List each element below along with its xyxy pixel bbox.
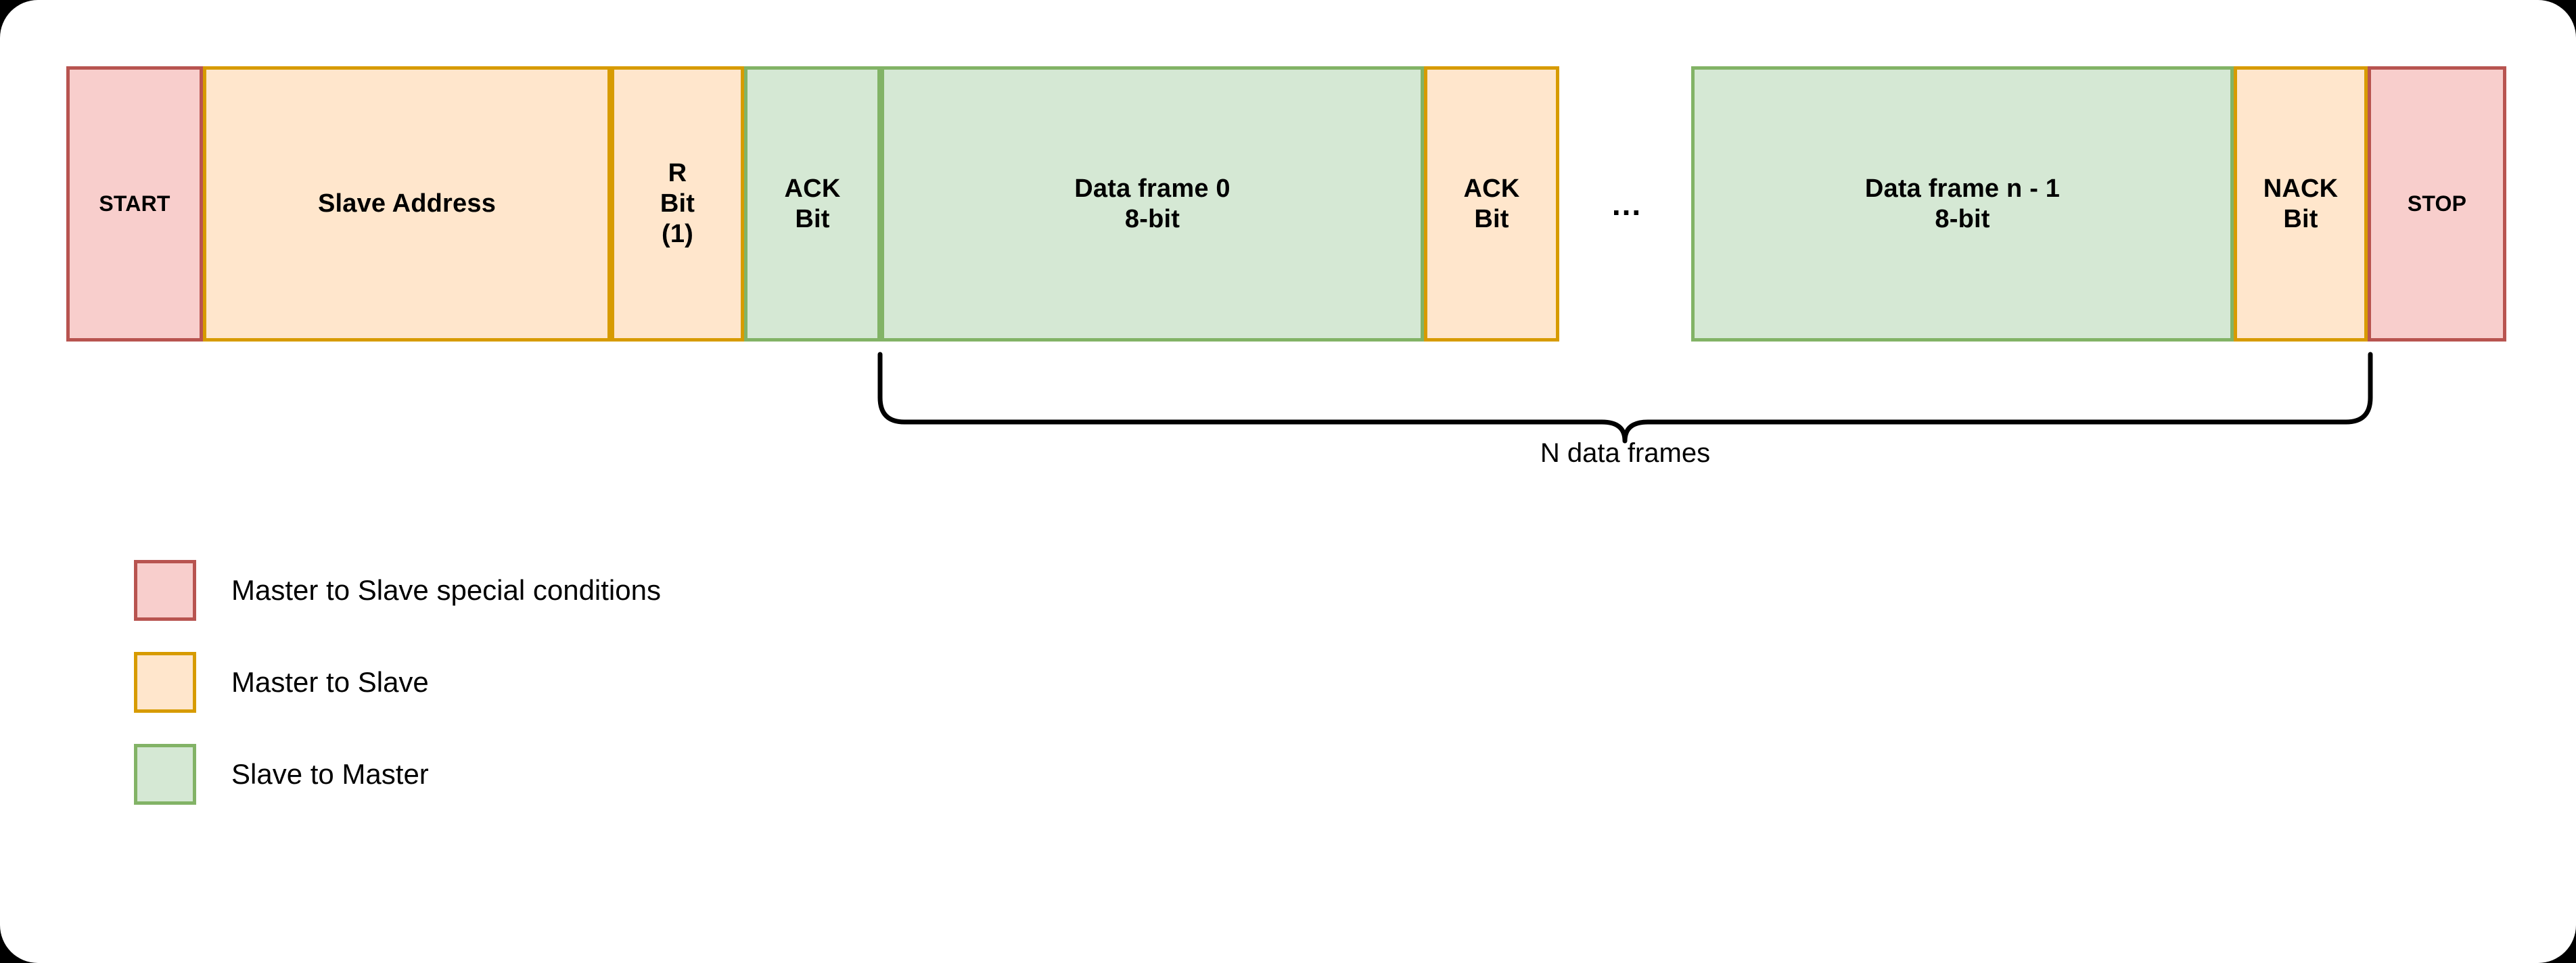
frame-block-label: START: [99, 191, 170, 217]
legend-label: Slave to Master: [231, 758, 429, 790]
frame-block-label-line: Bit: [795, 204, 830, 233]
frame-block-slave-address: Slave Address: [203, 66, 611, 342]
legend-item-master-to-slave-special: Master to Slave special conditions: [134, 560, 661, 621]
brace-caption: N data frames: [1540, 438, 1711, 468]
legend-item-slave-to-master: Slave to Master: [134, 744, 661, 805]
legend-label: Master to Slave special conditions: [231, 574, 661, 606]
frame-block-label-line: Bit: [2283, 204, 2318, 233]
frame-block-label-line: ACK: [784, 174, 841, 203]
legend-label: Master to Slave: [231, 666, 429, 698]
frame-block-label-line: Data frame n - 1: [1864, 174, 2061, 203]
frame-block-label-line: 8-bit: [1935, 204, 1990, 233]
frame-block-label-line: Data frame 0: [1074, 174, 1230, 203]
frame-block-label: Slave Address: [318, 189, 496, 219]
frame-block-label-line: (1): [661, 219, 694, 248]
frame-block-label-line: Bit: [1474, 204, 1509, 233]
frame-block-label-line: Slave Address: [317, 189, 497, 218]
frame-block-label: STOP: [2408, 191, 2466, 217]
frame-block-label-line: 8-bit: [1124, 204, 1180, 233]
frame-block-start: START: [66, 66, 203, 342]
ellipsis-separator: ...: [1611, 186, 1642, 222]
legend-item-master-to-slave: Master to Slave: [134, 652, 661, 713]
frame-block-stop: STOP: [2368, 66, 2506, 342]
frame-block-label-line: R: [668, 159, 687, 188]
frame-block-label-line: NACK: [2263, 174, 2339, 203]
legend-swatch-orange: [134, 652, 196, 713]
frame-block-label-line: START: [99, 191, 170, 216]
legend-swatch-green: [134, 744, 196, 805]
frame-block-label-line: Bit: [660, 189, 695, 218]
legend-swatch-red: [134, 560, 196, 621]
n-data-frames-brace: [876, 350, 2374, 445]
frame-block-label-line: STOP: [2407, 191, 2467, 216]
frame-block-label-line: ACK: [1463, 174, 1520, 203]
